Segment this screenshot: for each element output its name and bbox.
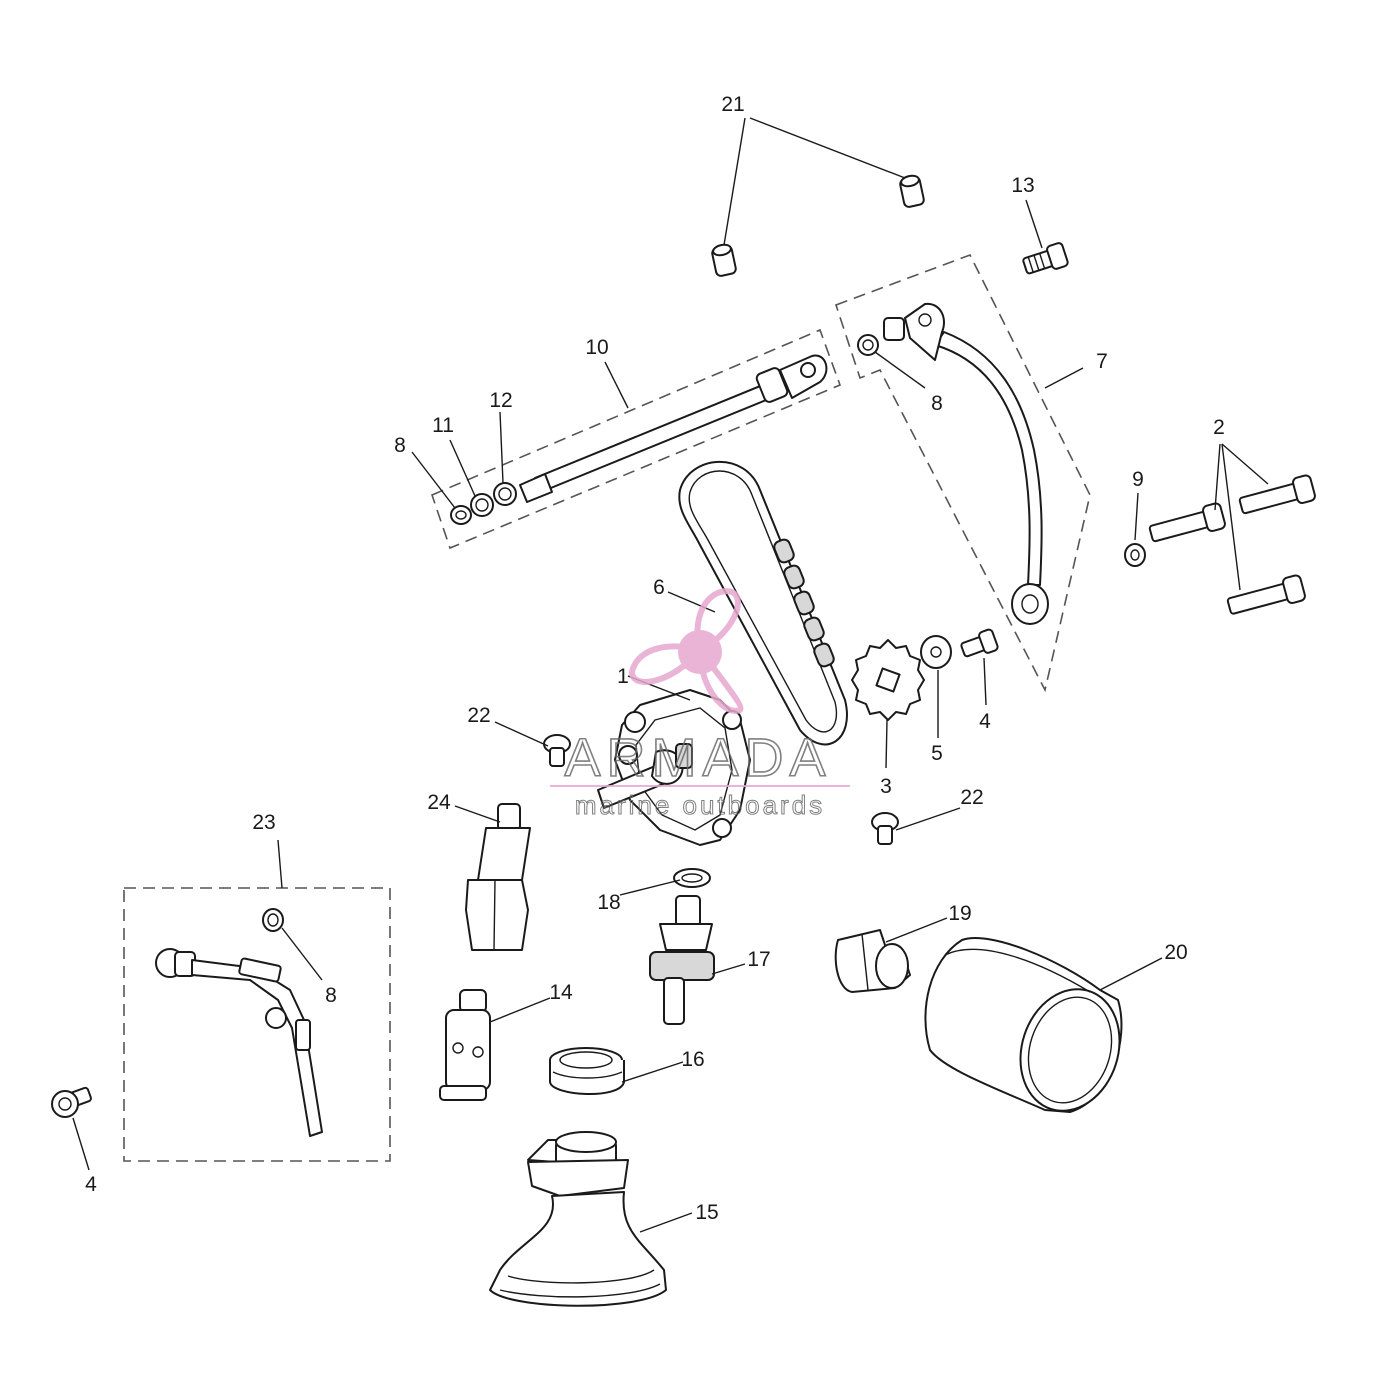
- callout-5: 5: [931, 742, 943, 765]
- part-11-washer: [470, 493, 494, 517]
- callout-24: 24: [427, 791, 451, 814]
- part-9-washer: [1124, 543, 1146, 567]
- callout-13: 13: [1011, 174, 1034, 197]
- watermark: ARMADA marine outboards: [550, 588, 850, 821]
- part-16-plug: [549, 1047, 625, 1096]
- callout-21: 21: [721, 93, 744, 116]
- callout-10: 10: [585, 336, 608, 359]
- callout-14: 14: [549, 981, 573, 1004]
- part-10-oil-pipe: [519, 354, 828, 503]
- callout-4: 4: [979, 710, 991, 733]
- callout-20: 20: [1164, 941, 1187, 964]
- part-7-bent-oil-pipe: [883, 302, 1049, 625]
- callout-22: 22: [467, 704, 490, 727]
- part-18-oring: [673, 868, 711, 888]
- part-17-relief-valve: [649, 895, 715, 1025]
- watermark-brand: ARMADA: [564, 728, 831, 788]
- leader-lines: [72, 117, 1269, 1233]
- callout-17: 17: [747, 948, 770, 971]
- callout-2: 2: [1213, 416, 1225, 439]
- callout-8: 8: [394, 434, 406, 457]
- callout-8: 8: [325, 984, 337, 1007]
- callout-9: 9: [1132, 468, 1144, 491]
- propeller-logo-icon: [628, 588, 744, 714]
- part-24-oil-fitting: [465, 803, 531, 951]
- callout-12: 12: [489, 389, 512, 412]
- part-15-oil-pickup: [489, 1131, 667, 1307]
- watermark-tagline: marine outboards: [575, 790, 825, 820]
- part-22-flange-bolt: [543, 734, 899, 845]
- callout-8: 8: [931, 392, 943, 415]
- callout-19: 19: [948, 902, 971, 925]
- callout-18: 18: [597, 891, 620, 914]
- part-6-drive-chain: [678, 460, 848, 746]
- part-13-bolt: [1022, 242, 1069, 275]
- callout-labels: 1 2 3 4 4 5 6 7 8 8 8 9 10 11 12 13 14 1…: [85, 93, 1225, 1224]
- callout-1: 1: [617, 665, 629, 688]
- callout-23: 23: [252, 811, 275, 834]
- group-frame-10: [431, 328, 842, 550]
- part-8-oring: [450, 505, 472, 525]
- part-23-bracket-pipe: [155, 948, 323, 1137]
- callout-22: 22: [960, 786, 983, 809]
- callout-3: 3: [880, 775, 892, 798]
- callout-15: 15: [695, 1201, 718, 1224]
- callout-6: 6: [653, 576, 665, 599]
- part-2-long-bolt: [1148, 474, 1316, 615]
- part-19-filter-adapter: [834, 929, 911, 993]
- callout-4: 4: [85, 1173, 97, 1196]
- part-20-oil-filter: [924, 937, 1123, 1113]
- part-8-oring: [262, 908, 284, 932]
- callout-7: 7: [1096, 350, 1108, 373]
- part-5-washer: [920, 635, 952, 669]
- part-21-dowel-pin: [711, 174, 925, 277]
- callout-16: 16: [681, 1048, 704, 1071]
- part-4-bolt: [51, 628, 999, 1118]
- callout-11: 11: [432, 414, 454, 437]
- group-frame-23: [123, 887, 391, 1162]
- part-12-washer: [493, 482, 517, 506]
- part-3-sprocket: [851, 639, 925, 721]
- part-14-strainer-body: [439, 989, 491, 1101]
- part-8-oring: [857, 334, 879, 356]
- group-frame-7: [834, 253, 1091, 693]
